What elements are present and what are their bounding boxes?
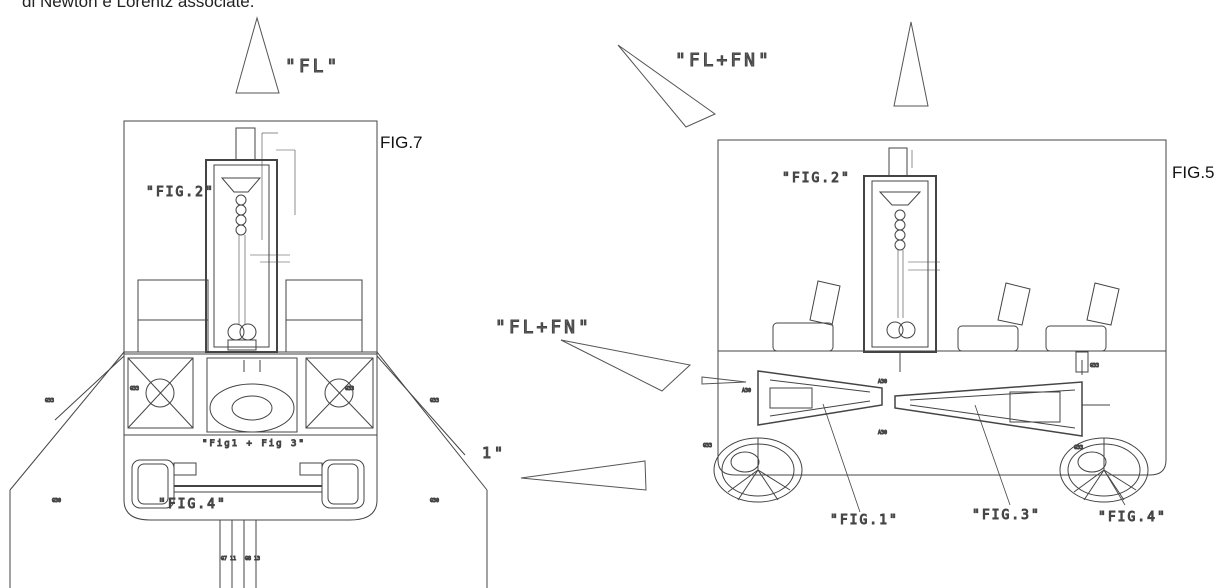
fig7-fig13-label: "Fig1 + Fig 3" xyxy=(202,439,306,449)
fig7-right-wing xyxy=(376,351,488,491)
svg-text:G33: G33 xyxy=(1074,445,1083,451)
fig7-force-arrow xyxy=(235,16,280,94)
force-arrow-top-vertical xyxy=(893,21,929,107)
fig7-left-seat xyxy=(137,279,209,353)
fig7-left-wing xyxy=(9,351,125,491)
fig5-seat-2 xyxy=(957,282,1031,352)
svg-text:G8 13: G8 13 xyxy=(245,556,260,562)
fig5-chassis xyxy=(717,351,1167,476)
fig5-force-left-label: "FL+FN" xyxy=(495,317,592,338)
fig7-partial-label: 1" xyxy=(482,444,506,462)
force-arrow-top-diagonal xyxy=(617,44,717,128)
fig5-right-wheel xyxy=(1059,437,1149,503)
fig5-fig3-label: "FIG.3" xyxy=(972,508,1041,523)
svg-text:A30: A30 xyxy=(878,430,887,436)
fig5-left-wheel xyxy=(713,437,803,503)
svg-text:G33: G33 xyxy=(703,443,712,449)
fig7-fig2-label: "FIG.2" xyxy=(146,185,215,200)
fig5-seat-3 xyxy=(1045,282,1120,352)
fig5-fig1-label: "FIG.1" xyxy=(830,513,899,528)
svg-text:G33: G33 xyxy=(430,398,439,404)
fig7-right-seat xyxy=(285,279,363,353)
fig5-fig4-label: "FIG.4" xyxy=(1098,510,1167,525)
fig5-fig3-engine xyxy=(894,381,1083,437)
svg-text:A30: A30 xyxy=(742,388,751,394)
fig7-drawing: "FL" xyxy=(9,16,506,588)
fig5-force-top-label: "FL+FN" xyxy=(675,50,772,71)
fig7-outer-frame xyxy=(123,120,378,355)
fig7-left-wheel xyxy=(131,459,175,509)
fig7-engine-column xyxy=(205,159,278,353)
fig5-drawing: "FIG.2" xyxy=(703,139,1167,529)
svg-text:G33: G33 xyxy=(130,386,139,392)
caption-text: di Newton e Lorentz associate. xyxy=(22,0,255,11)
fig7-central-ring xyxy=(209,383,295,433)
force-arrow-bottom xyxy=(520,460,647,491)
fig7-force-label: "FL" xyxy=(285,56,340,77)
fig7-fig4-label: "FIG.4" xyxy=(158,497,227,512)
fig7-title: FIG.7 xyxy=(380,133,423,152)
force-arrow-middle xyxy=(560,339,692,392)
fig5-fig1-engine xyxy=(757,370,883,426)
svg-text:G33: G33 xyxy=(45,398,54,404)
svg-text:A30: A30 xyxy=(878,379,887,385)
svg-text:G33: G33 xyxy=(1090,363,1099,369)
svg-text:G7 11: G7 11 xyxy=(221,556,236,562)
force-arrow-small xyxy=(701,376,747,385)
svg-text:G33: G33 xyxy=(345,386,354,392)
svg-text:G30: G30 xyxy=(52,498,61,504)
svg-text:G30: G30 xyxy=(430,498,439,504)
fig7-lower-body xyxy=(123,351,378,436)
fig5-title: FIG.5 xyxy=(1172,163,1215,182)
fig7-right-wheel xyxy=(321,459,365,509)
fig5-seat-1 xyxy=(772,280,841,352)
fig5-fig2-label: "FIG.2" xyxy=(782,171,851,186)
